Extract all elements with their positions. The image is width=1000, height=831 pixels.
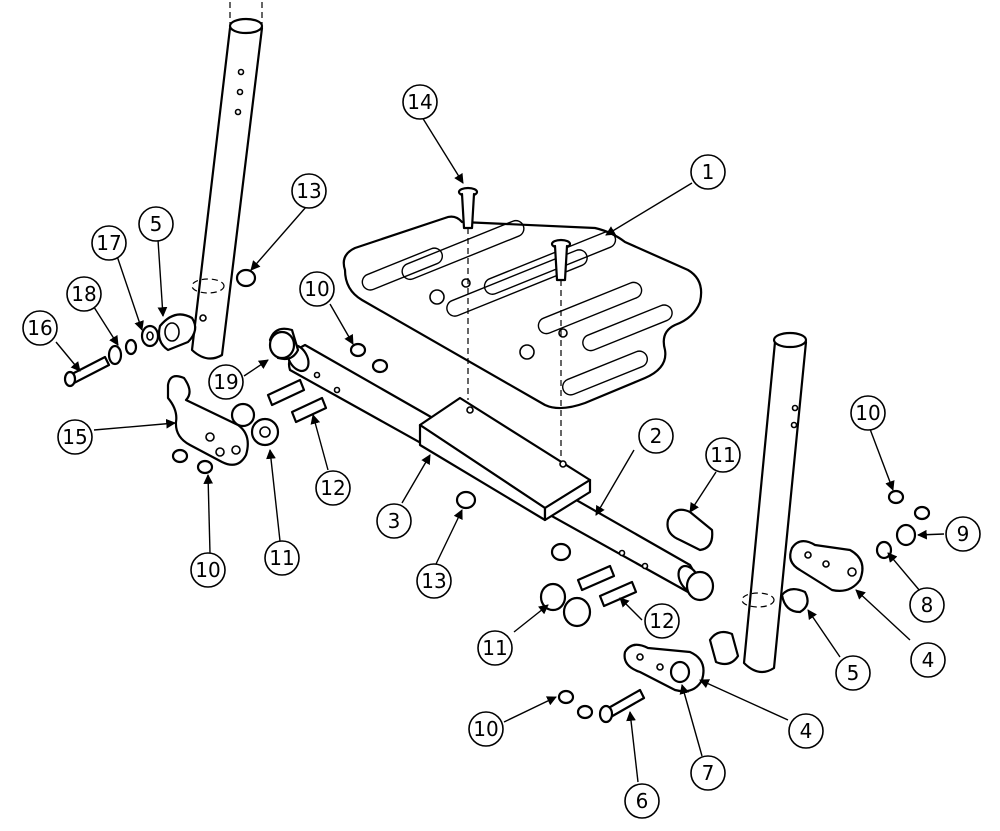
svg-text:11: 11 — [482, 636, 507, 660]
callout-6: 6 — [624, 783, 660, 819]
callout-14: 14 — [402, 84, 438, 120]
callout-16: 16 — [22, 310, 58, 346]
svg-text:14: 14 — [407, 90, 432, 114]
svg-text:12: 12 — [649, 609, 674, 633]
svg-text:8: 8 — [921, 593, 934, 617]
callout-8: 8 — [909, 587, 945, 623]
footplate — [342, 215, 703, 410]
svg-text:18: 18 — [71, 282, 96, 306]
right-bracket-lower — [557, 630, 740, 724]
callout-3: 3 — [376, 503, 412, 539]
svg-text:10: 10 — [304, 277, 329, 301]
svg-text:4: 4 — [800, 719, 813, 743]
svg-text:13: 13 — [421, 569, 446, 593]
leader-lines — [55, 116, 945, 783]
left-screws — [171, 342, 389, 475]
right-bracket-upper — [780, 489, 931, 614]
callout-10-top: 10 — [299, 271, 335, 307]
svg-text:17: 17 — [96, 231, 121, 255]
callout-4-lower: 4 — [788, 713, 824, 749]
callout-12-right: 12 — [644, 603, 680, 639]
callout-5-left: 5 — [138, 206, 174, 242]
left-pins-bushings — [230, 378, 328, 447]
callout-10-bottom: 10 — [468, 711, 504, 747]
callout-5-right: 5 — [835, 655, 871, 691]
callout-13-bottom: 13 — [416, 563, 452, 599]
callout-15: 15 — [57, 419, 93, 455]
end-cap — [268, 327, 300, 361]
nuts — [455, 490, 572, 562]
callout-9: 9 — [945, 516, 981, 552]
right-pins-bushings — [539, 508, 715, 628]
callout-1: 1 — [690, 154, 726, 190]
svg-text:12: 12 — [320, 476, 345, 500]
callout-11-lower: 11 — [477, 630, 513, 666]
svg-text:4: 4 — [922, 648, 935, 672]
callout-10-left: 10 — [190, 552, 226, 588]
svg-text:10: 10 — [855, 401, 880, 425]
countersunk-screws — [457, 186, 572, 460]
callout-4-upper: 4 — [910, 642, 946, 678]
callout-2: 2 — [638, 418, 674, 454]
svg-text:3: 3 — [388, 509, 401, 533]
callout-17: 17 — [91, 225, 127, 261]
svg-text:10: 10 — [473, 717, 498, 741]
hook-bracket — [166, 375, 249, 466]
callout-18: 18 — [66, 276, 102, 312]
svg-text:11: 11 — [710, 443, 735, 467]
right-upright-tube — [741, 331, 808, 674]
svg-text:16: 16 — [27, 316, 52, 340]
svg-text:13: 13 — [296, 179, 321, 203]
callout-13-top: 13 — [291, 173, 327, 209]
svg-text:5: 5 — [150, 212, 163, 236]
left-bolt-set — [63, 268, 257, 388]
callout-12-left: 12 — [315, 470, 351, 506]
svg-text:1: 1 — [702, 160, 715, 184]
callout-10-right: 10 — [850, 395, 886, 431]
svg-text:19: 19 — [213, 370, 238, 394]
svg-text:15: 15 — [62, 425, 87, 449]
clamp-block — [418, 396, 592, 522]
svg-text:10: 10 — [195, 558, 220, 582]
svg-text:2: 2 — [650, 424, 663, 448]
callout-7: 7 — [690, 755, 726, 791]
left-upright-tube — [190, 0, 264, 360]
callout-11-left: 11 — [264, 540, 300, 576]
svg-text:6: 6 — [636, 789, 649, 813]
svg-text:9: 9 — [957, 522, 970, 546]
svg-text:7: 7 — [702, 761, 715, 785]
callout-11-upper-right: 11 — [705, 437, 741, 473]
callout-19: 19 — [208, 364, 244, 400]
svg-text:11: 11 — [269, 546, 294, 570]
svg-text:5: 5 — [847, 661, 860, 685]
